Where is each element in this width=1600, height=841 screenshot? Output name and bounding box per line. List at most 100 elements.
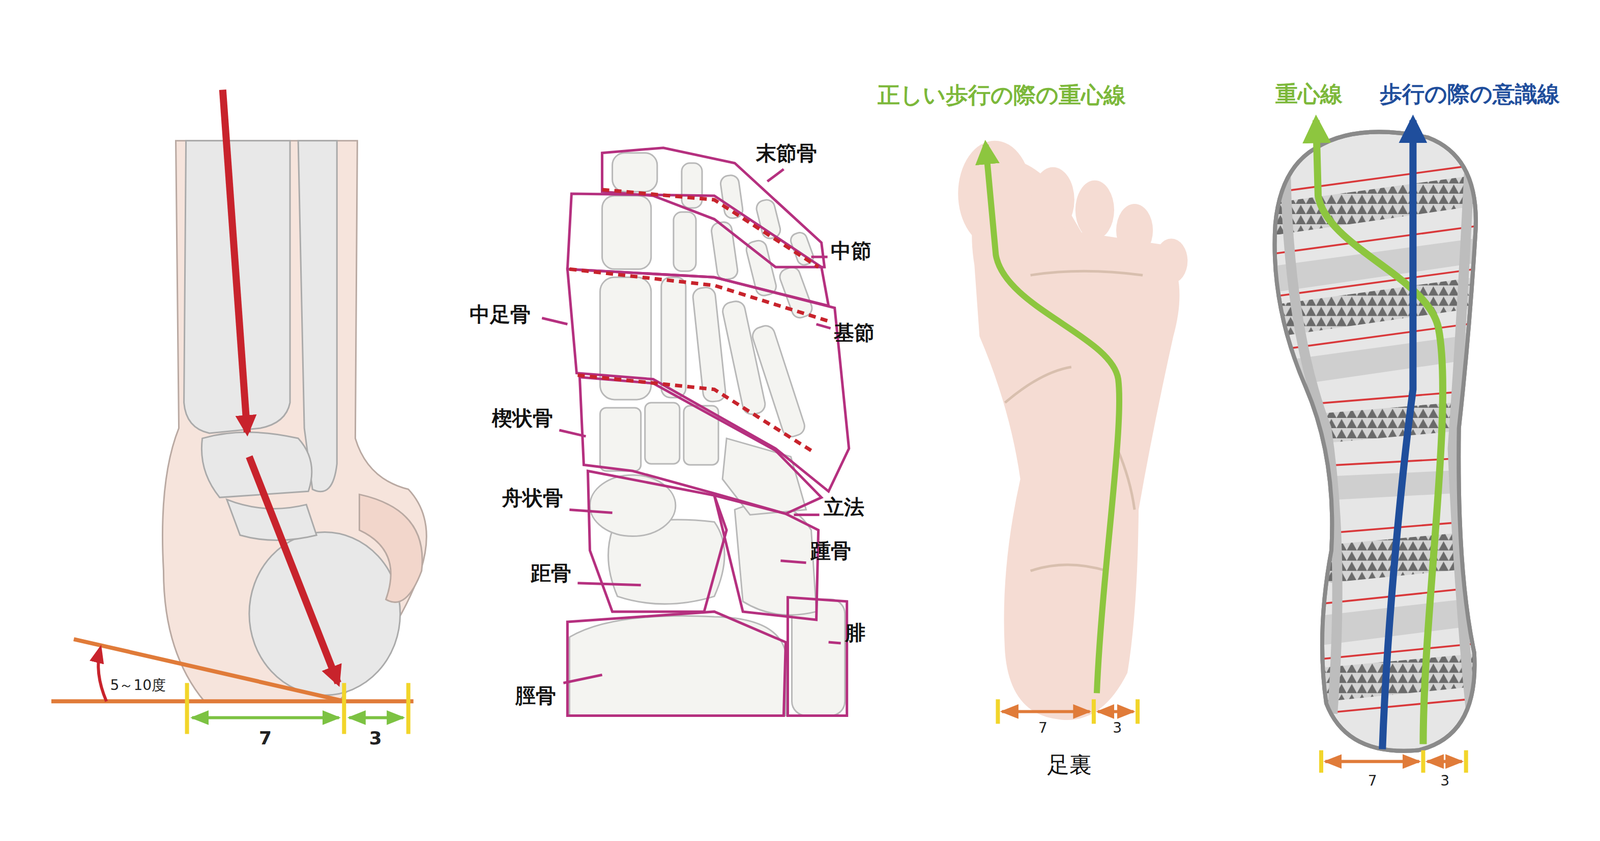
- sole-illustration-part: [1004, 271, 1143, 571]
- skeleton-illustration-part-part: [787, 597, 847, 717]
- ankle-illustration-part: [187, 683, 409, 735]
- panel-caption: 足裏: [1046, 752, 1092, 778]
- skeleton-illustration-part-part: [569, 616, 786, 716]
- skeleton-illustration-part-part: [777, 265, 814, 320]
- skeleton-illustration-part-part: [811, 255, 828, 259]
- ankle-illustration-part: [73, 639, 345, 702]
- ankle-illustration-part: [222, 89, 248, 433]
- skeleton-illustration-part-part: [722, 438, 806, 515]
- sole-illustration-part-part: [1030, 565, 1108, 572]
- sole-illustration-part-part: [1031, 167, 1075, 233]
- skeleton-illustration-part-part: [600, 408, 642, 472]
- dimension-label: 3: [1440, 773, 1450, 790]
- shoe-sole-illustration-part-part: [1319, 750, 1324, 774]
- shoe-sole-illustration-part-part: [1265, 652, 1490, 708]
- line-title: 歩行の際の意識線: [1379, 81, 1560, 107]
- skeleton-illustration-part-part: [780, 561, 806, 564]
- angle-label: 5～10度: [110, 677, 167, 694]
- shoe-sole-illustration-part: [1427, 760, 1462, 764]
- skeleton-illustration-part-part: [563, 675, 602, 684]
- ankle-illustration-part: [348, 716, 403, 720]
- ankle-illustration-part: [162, 140, 427, 703]
- sole-illustration-part: [985, 144, 1120, 694]
- dimension-label: 7: [1038, 720, 1048, 737]
- skeleton-illustration-part-part: [559, 430, 586, 437]
- ankle-illustration-part: [249, 532, 401, 696]
- dimension-label: 7: [1368, 773, 1378, 790]
- bone-label: 踵骨: [810, 539, 852, 563]
- skeleton-illustration-part-part: [602, 189, 819, 268]
- shoe-sole-illustration-part-part-part: [1265, 224, 1490, 255]
- bone-label: 立法: [823, 496, 865, 519]
- shoe-sole-illustration: [1265, 120, 1490, 774]
- ankle-illustration-part-part: [185, 683, 190, 735]
- ankle-illustration-part: [359, 494, 423, 603]
- sole-illustration-part-part: [995, 699, 1000, 724]
- ankle-illustration-part-part: [406, 683, 411, 735]
- bone-label: 舟状骨: [502, 486, 564, 510]
- bone-label: 腓: [845, 621, 866, 644]
- skeleton-illustration-part: [567, 148, 849, 717]
- skeleton-illustration-part-part: [710, 221, 739, 281]
- sole-illustration-part: [1097, 710, 1134, 714]
- shoe-sole-illustration-part: [1274, 131, 1476, 751]
- skeleton-illustration-part-part: [767, 169, 784, 182]
- skeleton-illustration-part: [569, 153, 845, 717]
- skeleton-illustration-part: [569, 189, 829, 451]
- shoe-sole-illustration-part: [1321, 750, 1467, 774]
- skeleton-illustration-part-part: [691, 286, 726, 403]
- shoe-sole-illustration-part: [1265, 163, 1490, 720]
- skeleton-illustration-part-part: [645, 402, 680, 464]
- skeleton-illustration-part-part: [577, 583, 641, 586]
- skeleton-illustration: [541, 148, 849, 717]
- shoe-sole-illustration-part-part-part: [1265, 697, 1490, 719]
- skeleton-illustration-part-part: [602, 148, 825, 268]
- ankle-illustration-part: [98, 648, 107, 702]
- shoe-sole-illustration-part: [1382, 120, 1413, 750]
- sole-illustration: [957, 140, 1188, 725]
- shoe-sole-illustration-part-part: [1464, 750, 1469, 774]
- skeleton-illustration-part: [541, 169, 841, 684]
- sole-illustration-part-part: [1154, 238, 1188, 284]
- dimension-label: 3: [369, 728, 383, 749]
- sole-illustration-part-part: [1075, 180, 1115, 240]
- shoe-sole-illustration-part-part: [1265, 163, 1490, 720]
- skeleton-illustration-part-part: [602, 195, 652, 270]
- shoe-sole-illustration-part-part: [1265, 596, 1490, 653]
- sole-illustration-part-part: [1030, 271, 1144, 276]
- shoe-sole-illustration-part: [1316, 120, 1443, 745]
- sole-illustration-part: [1001, 710, 1090, 714]
- skeleton-illustration-part-part: [673, 212, 696, 272]
- ankle-illustration: [51, 89, 427, 735]
- skeleton-illustration-part-part: [793, 513, 820, 517]
- bone-label: 基節: [833, 321, 875, 344]
- shoe-sole-illustration-part-part-part: [1265, 642, 1490, 665]
- bone-label: 中足骨: [469, 303, 531, 326]
- skeleton-illustration-part-part: [587, 471, 727, 613]
- skeleton-illustration-part-part: [816, 324, 831, 329]
- skeleton-illustration-part-part: [569, 269, 829, 322]
- line-title: 重心線: [1275, 81, 1343, 107]
- shoe-sole-illustration-part: [1325, 760, 1419, 764]
- bone-label: 距骨: [530, 562, 572, 585]
- dimension-label: 3: [1112, 720, 1122, 737]
- sole-illustration-part-part: [1116, 204, 1153, 257]
- ankle-illustration-part: [201, 432, 312, 498]
- shoe-sole-illustration-part-part: [1285, 163, 1338, 715]
- ankle-illustration-part: [298, 140, 337, 492]
- shoe-sole-illustration-part-part: [1265, 173, 1490, 237]
- skeleton-illustration-part-part: [661, 277, 686, 398]
- skeleton-illustration-part-part: [681, 163, 703, 209]
- sole-illustration-part: [957, 140, 1188, 721]
- skeleton-illustration-part-part: [828, 642, 841, 644]
- skeleton-illustration-part-part: [577, 375, 811, 451]
- shoe-sole-illustration-part-part-part: [1265, 163, 1490, 194]
- bone-label: 楔状骨: [491, 406, 554, 430]
- dimension-label: 7: [258, 728, 272, 749]
- bone-label: 脛骨: [515, 684, 557, 708]
- ankle-illustration-part: [249, 456, 338, 684]
- line-title: 正しい歩行の際の重心線: [877, 82, 1126, 108]
- sole-illustration-part-part: [1135, 699, 1140, 724]
